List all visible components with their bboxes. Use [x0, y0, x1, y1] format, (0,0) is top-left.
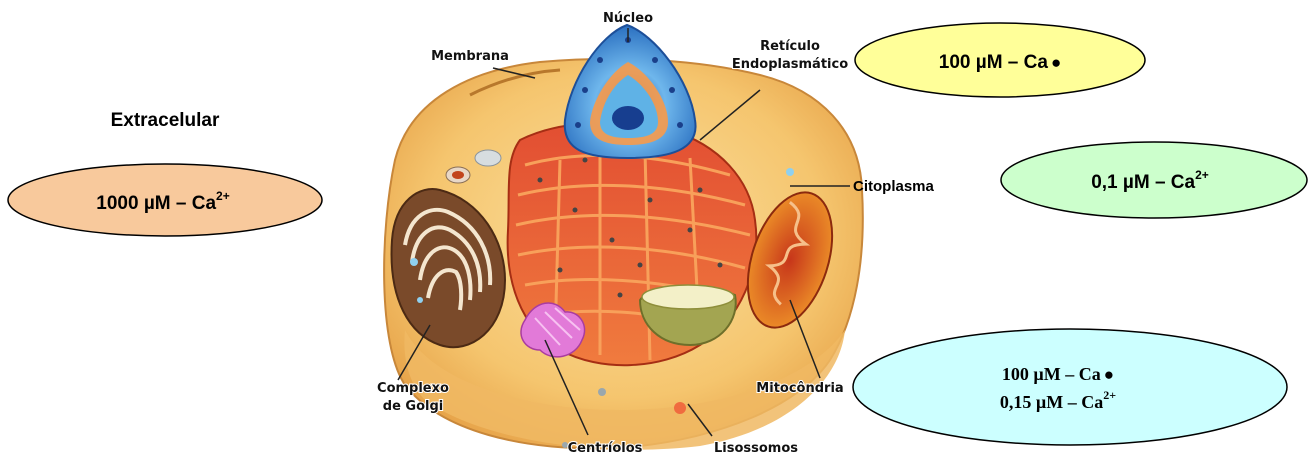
reticulum-value: 100 µM – Ca: [939, 52, 1049, 73]
svg-text:100 µM – Ca●: 100 µM – Ca●: [1002, 364, 1114, 384]
cytoplasm-sup: 2+: [1195, 168, 1209, 182]
cytoplasm-value: 0,1 µM – Ca: [1091, 172, 1195, 193]
nucleus: [565, 25, 696, 158]
label-golgi-line1: Complexo: [377, 381, 449, 396]
label-lisossomos: Lisossomos: [714, 441, 798, 456]
extracellular-sup: 2+: [216, 189, 230, 203]
label-extracelular: Extracelular: [111, 110, 220, 131]
label-nucleo: Núcleo: [603, 11, 653, 26]
mitochondria-line1-symbol: ●: [1104, 365, 1114, 384]
reticulum-symbol: ●: [1051, 53, 1061, 72]
mitochondria-line2-value: 0,15 µM – Ca: [1000, 392, 1103, 412]
ellipse-mitochondria: 100 µM – Ca● 0,15 µM – Ca2+: [853, 329, 1287, 445]
label-citoplasma: Citoplasma: [853, 178, 935, 195]
label-reticulo-line1: Retículo: [760, 39, 820, 54]
ellipse-extracellular: 1000 µM – Ca2+: [8, 164, 322, 236]
label-reticulo-line2: Endoplasmático: [732, 57, 848, 72]
label-centriolos: Centríolos: [568, 441, 643, 456]
svg-text:1000 µM – Ca2+: 1000 µM – Ca2+: [96, 189, 229, 214]
label-mitocondria: Mitocôndria: [756, 381, 843, 396]
mitochondria-line2-sup: 2+: [1103, 388, 1116, 402]
svg-text:100 µM – Ca●: 100 µM – Ca●: [939, 52, 1061, 73]
extracellular-value: 1000 µM – Ca: [96, 193, 216, 214]
svg-text:0,15 µM – Ca2+: 0,15 µM – Ca2+: [1000, 388, 1116, 412]
mitochondria-line1-value: 100 µM – Ca: [1002, 364, 1101, 384]
ellipse-reticulum: 100 µM – Ca●: [855, 23, 1145, 97]
svg-text:0,1 µM – Ca2+: 0,1 µM – Ca2+: [1091, 168, 1209, 193]
ellipse-cytoplasm: 0,1 µM – Ca2+: [1001, 142, 1307, 218]
label-membrana: Membrana: [431, 49, 509, 64]
label-golgi-line2: de Golgi: [383, 399, 443, 414]
